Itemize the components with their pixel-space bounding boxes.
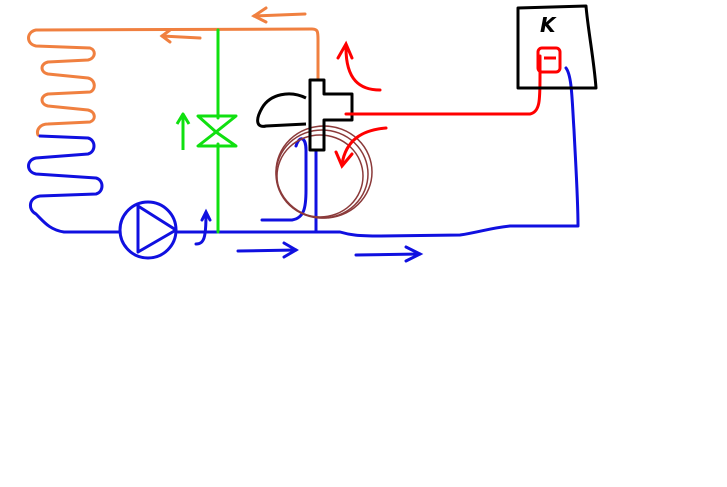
pump-symbol-icon — [118, 200, 178, 260]
three-way-mixing-valve-icon — [256, 78, 354, 152]
boiler-label: K — [540, 13, 557, 37]
return-flow-arrow-2 — [354, 245, 424, 263]
control-line — [344, 54, 542, 116]
return-flow-arrow-1 — [236, 241, 299, 259]
valve-open-arrow — [336, 40, 382, 92]
valve-close-arrow — [334, 126, 388, 169]
return-bypass-curve — [260, 137, 308, 222]
pump-flow-arrow — [194, 208, 212, 246]
sensor-icon — [536, 46, 562, 74]
boiler — [516, 4, 598, 90]
supply-flow-arrow — [251, 6, 307, 24]
supply-inner-arrow — [159, 28, 202, 44]
supply-pipe — [27, 27, 320, 137]
return-pipe-main — [176, 66, 580, 238]
differential-pressure-valve-icon — [175, 112, 238, 150]
return-pipe-radiator — [27, 134, 122, 234]
